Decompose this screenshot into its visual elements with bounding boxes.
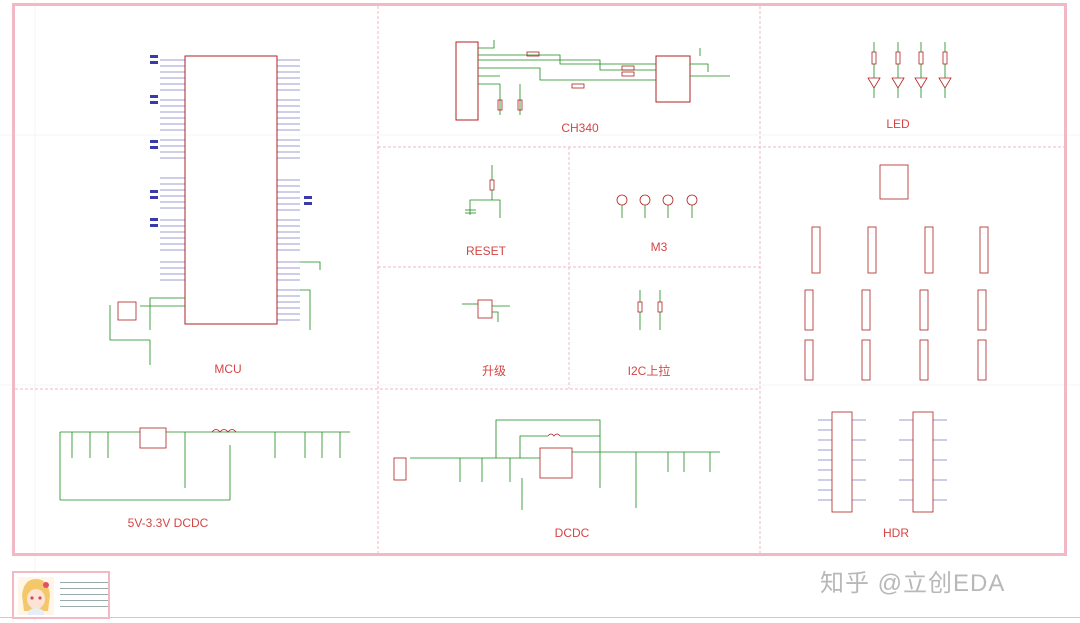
title-block-fields: [60, 577, 108, 612]
reset-circuit: [465, 165, 501, 218]
usb-connector: [455, 41, 479, 121]
label-dcdc-33: 5V-3.3V DCDC: [127, 516, 209, 530]
label-upgrade: 升级: [481, 364, 506, 378]
label-dcdc: DCDC: [554, 526, 590, 540]
ch340-chip: [655, 55, 691, 103]
section-dividers: [15, 6, 1064, 553]
label-reset: RESET: [465, 244, 506, 258]
label-mcu: MCU: [214, 362, 242, 376]
ch340-circuit: [455, 40, 730, 121]
hdr-connectors: [804, 164, 989, 513]
dcdc-circuit: [393, 419, 720, 510]
upgrade-circuit: [462, 299, 510, 322]
bottom-ruler: [0, 617, 1080, 623]
led-circuit: [867, 42, 952, 98]
i2c-pullup: [637, 290, 663, 330]
watermark: 知乎 @立创EDA: [820, 570, 1006, 597]
label-i2c: I2C上拉: [627, 364, 671, 378]
label-ch340: CH340: [561, 121, 599, 135]
sheet-frame: [12, 3, 1067, 556]
mcu-circuit: [109, 55, 321, 365]
title-block: [12, 571, 110, 619]
m3-holes: [616, 194, 698, 218]
dcdc-33-circuit: [59, 427, 350, 501]
label-led: LED: [886, 117, 910, 131]
avatar-icon: [18, 577, 54, 615]
label-hdr: HDR: [883, 526, 909, 540]
label-m3: M3: [650, 240, 668, 254]
